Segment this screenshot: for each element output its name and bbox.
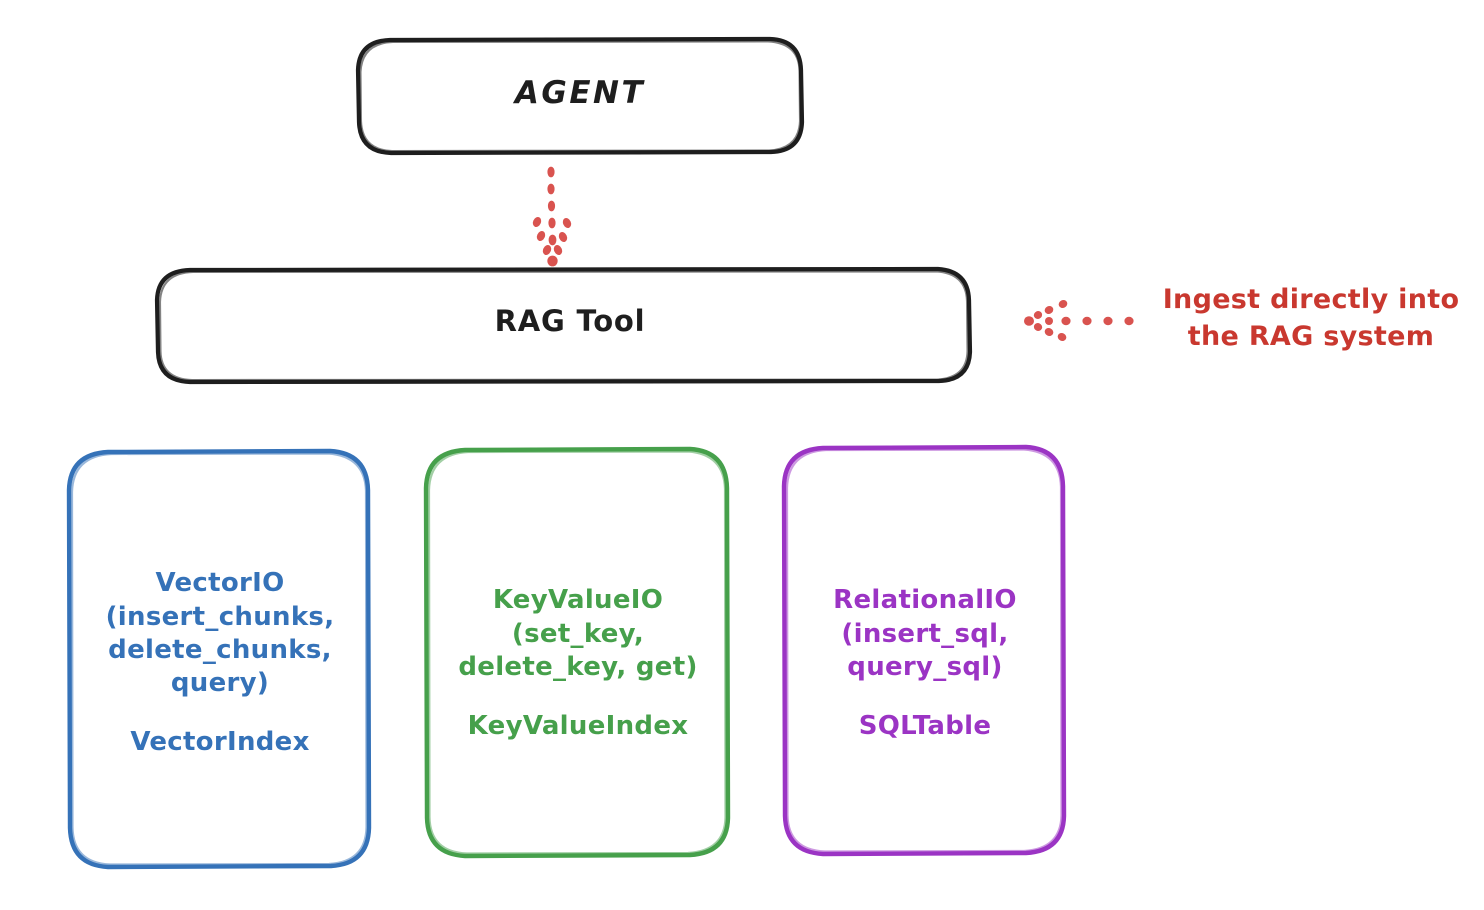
- rag-tool-label: RAG Tool: [494, 304, 646, 338]
- key-value-io-box-outline: [423, 446, 731, 859]
- agent-box-outline-sketch: [359, 40, 802, 153]
- relational-io-box-outline: [781, 444, 1067, 857]
- agent-label: AGENT: [514, 75, 646, 111]
- key-value-io-node[interactable]: [423, 446, 731, 859]
- vector-io-api-label: VectorIO (insert_chunks, delete_chunks, …: [105, 568, 335, 699]
- key-value-index-label: KeyValueIndex: [467, 711, 689, 742]
- ingest-dotted-arrow: [1024, 300, 1134, 341]
- relational-io-node[interactable]: [781, 444, 1067, 857]
- key-value-io-api-label: KeyValueIO (set_key, delete_key, get): [458, 585, 698, 682]
- sql-table-label: SQLTable: [858, 711, 992, 742]
- rag-tool-box-outline-sketch: [158, 270, 969, 382]
- relational-io-api-label: RelationalIO (insert_sql, query_sql): [833, 585, 1017, 682]
- agent-box-outline: [355, 36, 805, 156]
- agent-node[interactable]: [355, 36, 805, 156]
- relational-io-label-group: RelationalIO (insert_sql, query_sql) SQL…: [790, 551, 1060, 777]
- vector-io-node[interactable]: [66, 448, 372, 870]
- agent-to-rag-dotted-arrow: [532, 166, 572, 267]
- vector-io-box-outline-sketch: [70, 452, 368, 866]
- rag-tool-node[interactable]: [154, 266, 973, 385]
- vector-io-box-outline: [66, 448, 372, 870]
- key-value-io-box-outline-sketch: [427, 450, 727, 855]
- relational-io-box-outline-sketch: [785, 448, 1063, 853]
- ingest-annotation-text: Ingest directly into the RAG system: [1162, 284, 1460, 353]
- key-value-io-label-group: KeyValueIO (set_key, delete_key, get) Ke…: [432, 551, 724, 777]
- vector-index-label: VectorIndex: [130, 727, 310, 758]
- vector-io-label-group: VectorIO (insert_chunks, delete_chunks, …: [76, 534, 364, 793]
- rag-tool-box-outline: [154, 266, 973, 385]
